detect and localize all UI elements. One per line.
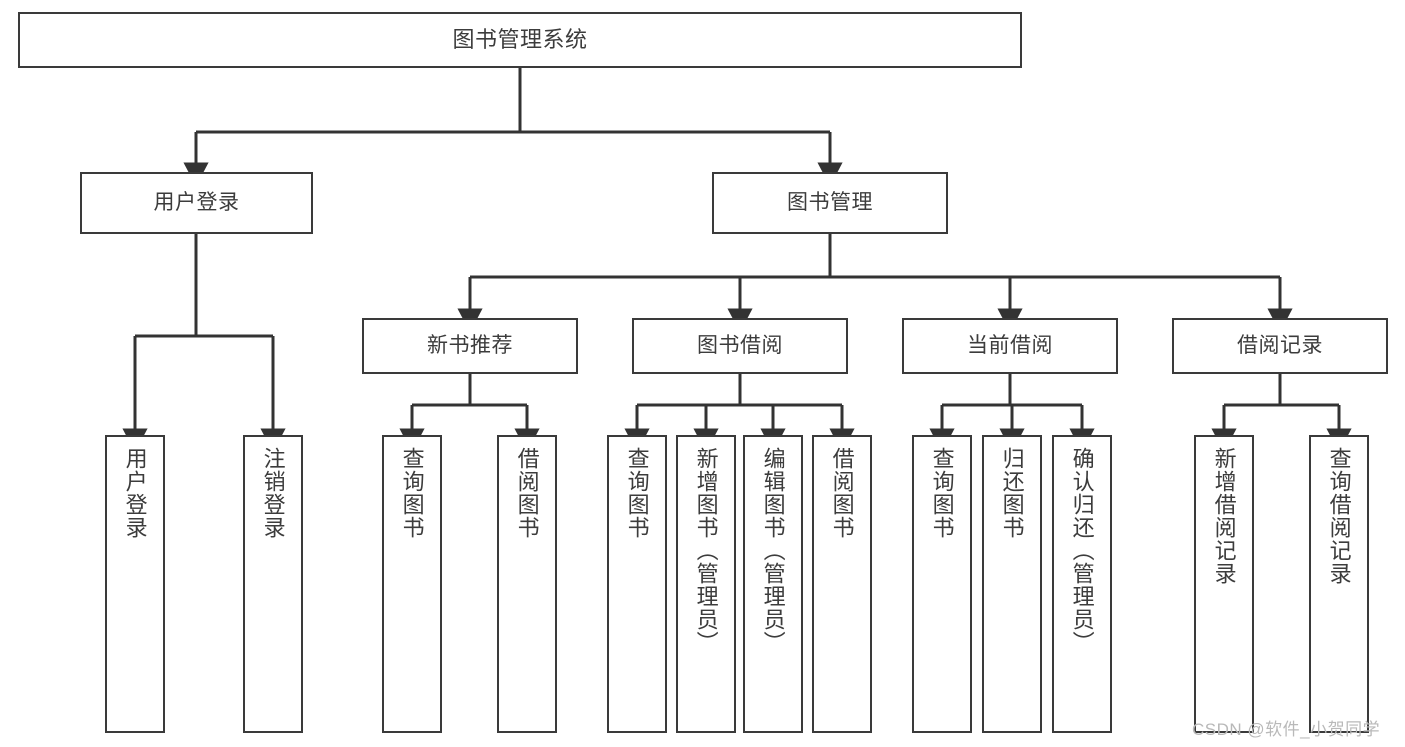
node-label: 注销登录 (260, 447, 286, 539)
leaf-edit-book-admin[interactable]: 编辑图书（管理员） (743, 435, 803, 733)
node-book-management[interactable]: 图书管理 (712, 172, 948, 234)
node-current-borrow[interactable]: 当前借阅 (902, 318, 1118, 374)
node-label: 确认归还（管理员） (1069, 447, 1095, 654)
node-label: 查询借阅记录 (1326, 447, 1352, 585)
node-label: 查询图书 (399, 447, 425, 539)
node-user-login[interactable]: 用户登录 (80, 172, 313, 234)
leaf-query-book-current[interactable]: 查询图书 (912, 435, 972, 733)
node-label: 图书管理系统 (452, 27, 588, 53)
leaf-add-book-admin[interactable]: 新增图书（管理员） (676, 435, 736, 733)
leaf-query-book-borrow[interactable]: 查询图书 (607, 435, 667, 733)
node-book-borrow[interactable]: 图书借阅 (632, 318, 848, 374)
node-root-book-management-system[interactable]: 图书管理系统 (18, 12, 1022, 68)
leaf-confirm-return-admin[interactable]: 确认归还（管理员） (1052, 435, 1112, 733)
node-label: 用户登录 (122, 447, 148, 539)
node-label: 编辑图书（管理员） (760, 447, 786, 654)
node-label: 借阅图书 (514, 447, 540, 539)
node-label: 新增借阅记录 (1211, 447, 1237, 585)
leaf-query-book-recommend[interactable]: 查询图书 (382, 435, 442, 733)
node-label: 借阅记录 (1237, 333, 1323, 357)
node-label: 新增图书（管理员） (693, 447, 719, 654)
node-label: 新书推荐 (427, 333, 513, 357)
leaf-logout[interactable]: 注销登录 (243, 435, 303, 733)
leaf-return-book[interactable]: 归还图书 (982, 435, 1042, 733)
leaf-add-borrow-record[interactable]: 新增借阅记录 (1194, 435, 1254, 733)
node-label: 查询图书 (929, 447, 955, 539)
leaf-borrow-book[interactable]: 借阅图书 (812, 435, 872, 733)
node-label: 图书管理 (787, 190, 873, 214)
node-label: 用户登录 (153, 190, 240, 214)
node-label: 当前借阅 (967, 333, 1053, 357)
leaf-borrow-book-recommend[interactable]: 借阅图书 (497, 435, 557, 733)
leaf-user-login[interactable]: 用户登录 (105, 435, 165, 733)
csdn-watermark: CSDN @软件_小贺同学 (1192, 720, 1381, 739)
node-borrow-record[interactable]: 借阅记录 (1172, 318, 1388, 374)
node-label: 图书借阅 (697, 333, 783, 357)
node-label: 借阅图书 (829, 447, 855, 539)
node-label: 归还图书 (999, 447, 1025, 539)
leaf-query-borrow-record[interactable]: 查询借阅记录 (1309, 435, 1369, 733)
node-label: 查询图书 (624, 447, 650, 539)
node-new-book-recommend[interactable]: 新书推荐 (362, 318, 578, 374)
